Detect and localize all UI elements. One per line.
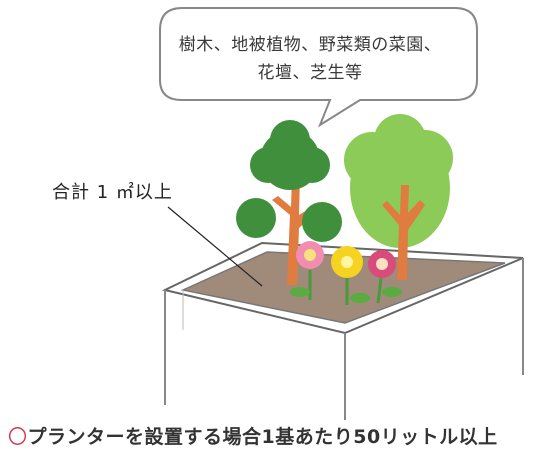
speech-bubble: [159, 7, 478, 128]
tree-dark-icon: [236, 120, 342, 285]
caption: 〇プランターを設置する場合1基あたり50リットル以上: [8, 422, 498, 449]
label-leader-line: [167, 206, 263, 287]
bubble-line-1: 樹木、地被植物、野菜類の菜園、: [178, 35, 442, 55]
planter-box: [162, 241, 524, 420]
bubble-line-2: 花壇、芝生等: [257, 63, 363, 83]
circle-mark-icon: 〇: [8, 426, 28, 448]
caption-text: プランターを設置する場合1基あたり50リットル以上: [27, 426, 498, 448]
tree-light-icon: [344, 114, 453, 280]
flowers-icon: [290, 241, 402, 305]
area-label: 合計 1 ㎡以上: [52, 182, 173, 203]
